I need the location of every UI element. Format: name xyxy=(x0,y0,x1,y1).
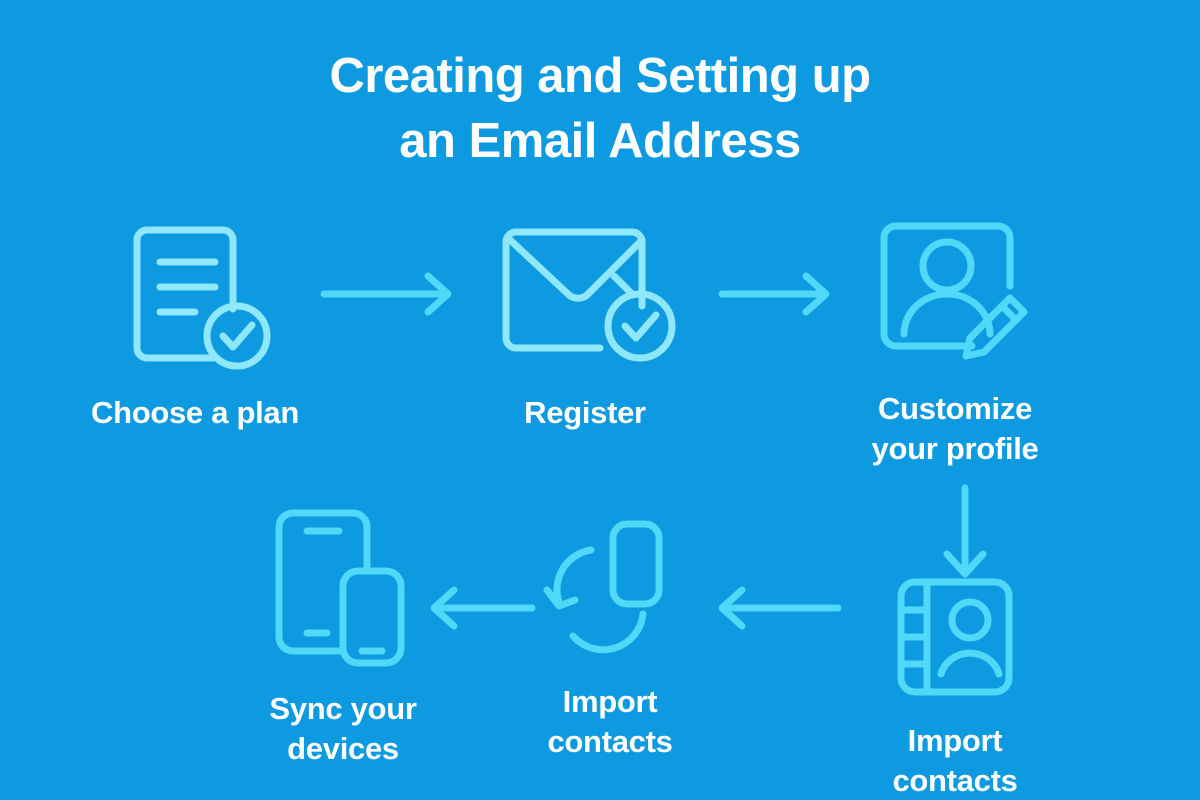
arrow-register-to-customize xyxy=(716,272,836,321)
step-sync-your-devices: Sync your devices xyxy=(188,505,498,768)
step-customize-your-profile-label: Customize your profile xyxy=(871,391,1039,466)
step-phone-sync: Import contacts xyxy=(455,518,765,761)
arrow-customize-to-import xyxy=(925,484,1005,589)
step-import-contacts-label: Import contacts xyxy=(892,723,1018,798)
step-register-label: Register xyxy=(524,395,646,430)
devices-icon xyxy=(188,505,498,675)
page-title: Creating and Setting up an Email Address xyxy=(0,44,1200,173)
profile-edit-icon xyxy=(800,210,1110,375)
step-choose-a-plan: Choose a plan xyxy=(40,214,350,433)
step-choose-a-plan-label: Choose a plan xyxy=(91,395,299,430)
arrow-choose-to-register xyxy=(318,272,458,321)
step-import-contacts: Import contacts xyxy=(800,572,1110,800)
step-customize-your-profile: Customize your profile xyxy=(800,210,1110,468)
address-book-icon xyxy=(800,572,1110,707)
envelope-check-icon xyxy=(430,214,740,379)
step-phone-sync-label: Import contacts xyxy=(547,684,673,759)
arrow-contacts-to-sync xyxy=(428,586,538,635)
step-sync-your-devices-label: Sync your devices xyxy=(269,691,417,766)
phone-sync-icon xyxy=(455,518,765,668)
step-register: Register xyxy=(430,214,740,433)
document-check-icon xyxy=(40,214,350,379)
arrow-import-to-contacts xyxy=(716,586,846,635)
page-title-line-1: Creating and Setting up xyxy=(329,49,871,103)
page-title-line-2: an Email Address xyxy=(399,113,801,168)
